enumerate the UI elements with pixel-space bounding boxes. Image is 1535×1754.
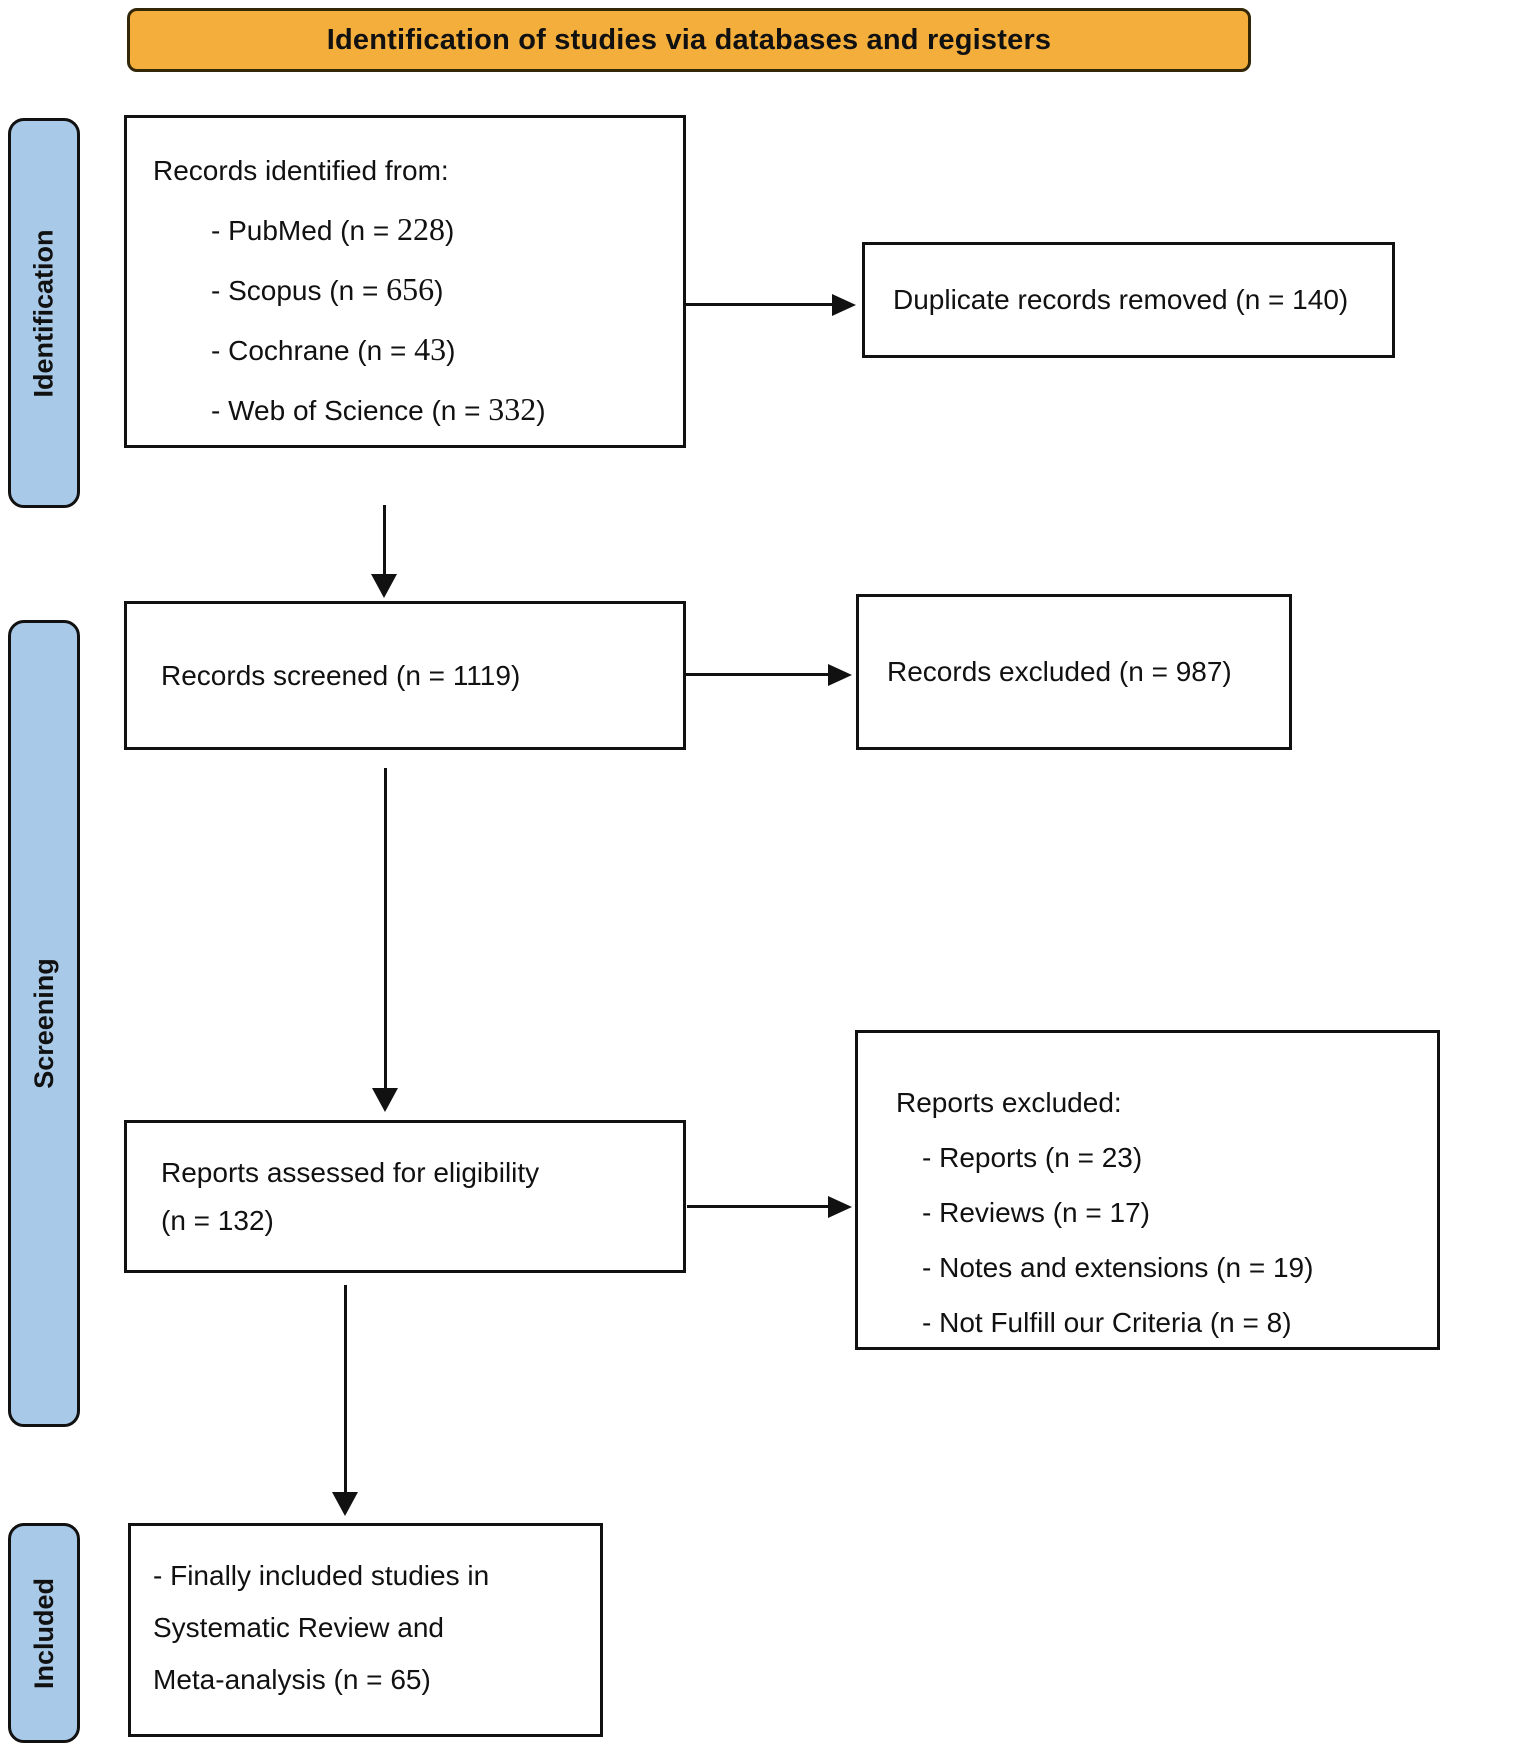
source-cochrane-text: - Cochrane (n = xyxy=(211,335,415,366)
box-duplicates-removed: Duplicate records removed (n = 140) xyxy=(862,242,1395,358)
stage-identification-label: Identification xyxy=(28,229,59,397)
source-pubmed-close: ) xyxy=(444,215,455,246)
arrow-line xyxy=(686,303,832,306)
source-wos-close: ) xyxy=(536,395,546,426)
source-web-of-science: - Web of Science (n = 332) xyxy=(153,380,669,440)
source-pubmed: - PubMed (n = 228) xyxy=(153,200,669,260)
included-final-line3: Meta-analysis (n = 65) xyxy=(153,1664,431,1695)
records-screened-text: Records screened (n = 1119) xyxy=(161,659,521,691)
source-wos-text: - Web of Science (n = xyxy=(211,395,489,426)
stage-screening: Screening xyxy=(8,620,80,1427)
source-scopus-text: - Scopus (n = xyxy=(211,275,387,306)
source-scopus-count: 656 xyxy=(386,271,435,307)
arrowhead-right-icon xyxy=(828,1196,852,1218)
arrowhead-down-icon xyxy=(372,1088,398,1112)
banner-title-text: Identification of studies via databases … xyxy=(326,23,1052,56)
stage-included: Included xyxy=(8,1523,80,1743)
source-cochrane: - Cochrane (n = 43) xyxy=(153,320,669,380)
arrowhead-right-icon xyxy=(828,664,852,686)
arrowhead-down-icon xyxy=(332,1492,358,1516)
excluded-reason-reports: - Reports (n = 23) xyxy=(922,1142,1143,1173)
box-included-final: - Finally included studies in Systematic… xyxy=(128,1523,603,1737)
reports-assessed-line2: (n = 132) xyxy=(161,1204,274,1236)
included-final-line1: - Finally included studies in xyxy=(153,1560,490,1591)
records-excluded-text: Records excluded (n = 987) xyxy=(887,656,1232,688)
box-reports-assessed: Reports assessed for eligibility (n = 13… xyxy=(124,1120,686,1273)
source-pubmed-text: - PubMed (n = xyxy=(211,215,397,246)
stage-screening-label: Screening xyxy=(28,958,59,1089)
box-reports-excluded: Reports excluded: - Reports (n = 23) - R… xyxy=(855,1030,1440,1350)
arrowhead-down-icon xyxy=(371,574,397,598)
source-pubmed-count: 228 xyxy=(396,211,445,247)
reports-assessed-line1: Reports assessed for eligibility xyxy=(161,1156,540,1188)
box-records-identified: Records identified from: - PubMed (n = 2… xyxy=(124,115,686,448)
arrow-line xyxy=(344,1285,347,1495)
stage-identification: Identification xyxy=(8,118,80,508)
stage-included-label: Included xyxy=(28,1577,59,1689)
records-identified-title: Records identified from: xyxy=(153,155,449,186)
duplicates-removed-text: Duplicate records removed (n = 140) xyxy=(893,284,1349,316)
source-scopus-close: ) xyxy=(434,275,444,306)
excluded-reason-reviews: - Reviews (n = 17) xyxy=(922,1197,1150,1228)
arrow-line xyxy=(384,768,387,1091)
box-records-excluded: Records excluded (n = 987) xyxy=(856,594,1292,750)
arrow-line xyxy=(383,505,386,577)
excluded-reason-criteria: - Not Fulfill our Criteria (n = 8) xyxy=(922,1307,1292,1338)
arrowhead-right-icon xyxy=(832,294,856,316)
box-records-screened: Records screened (n = 1119) xyxy=(124,601,686,750)
reports-excluded-title: Reports excluded: xyxy=(896,1087,1122,1118)
source-wos-count: 332 xyxy=(488,391,537,427)
included-final-line2: Systematic Review and xyxy=(153,1612,445,1643)
banner-title: Identification of studies via databases … xyxy=(127,8,1251,72)
source-scopus: - Scopus (n = 656) xyxy=(153,260,669,320)
source-cochrane-close: ) xyxy=(446,335,456,366)
arrow-line xyxy=(686,673,828,676)
arrow-line xyxy=(687,1205,828,1208)
source-cochrane-count: 43 xyxy=(414,331,447,367)
excluded-reason-notes: - Notes and extensions (n = 19) xyxy=(922,1252,1314,1283)
